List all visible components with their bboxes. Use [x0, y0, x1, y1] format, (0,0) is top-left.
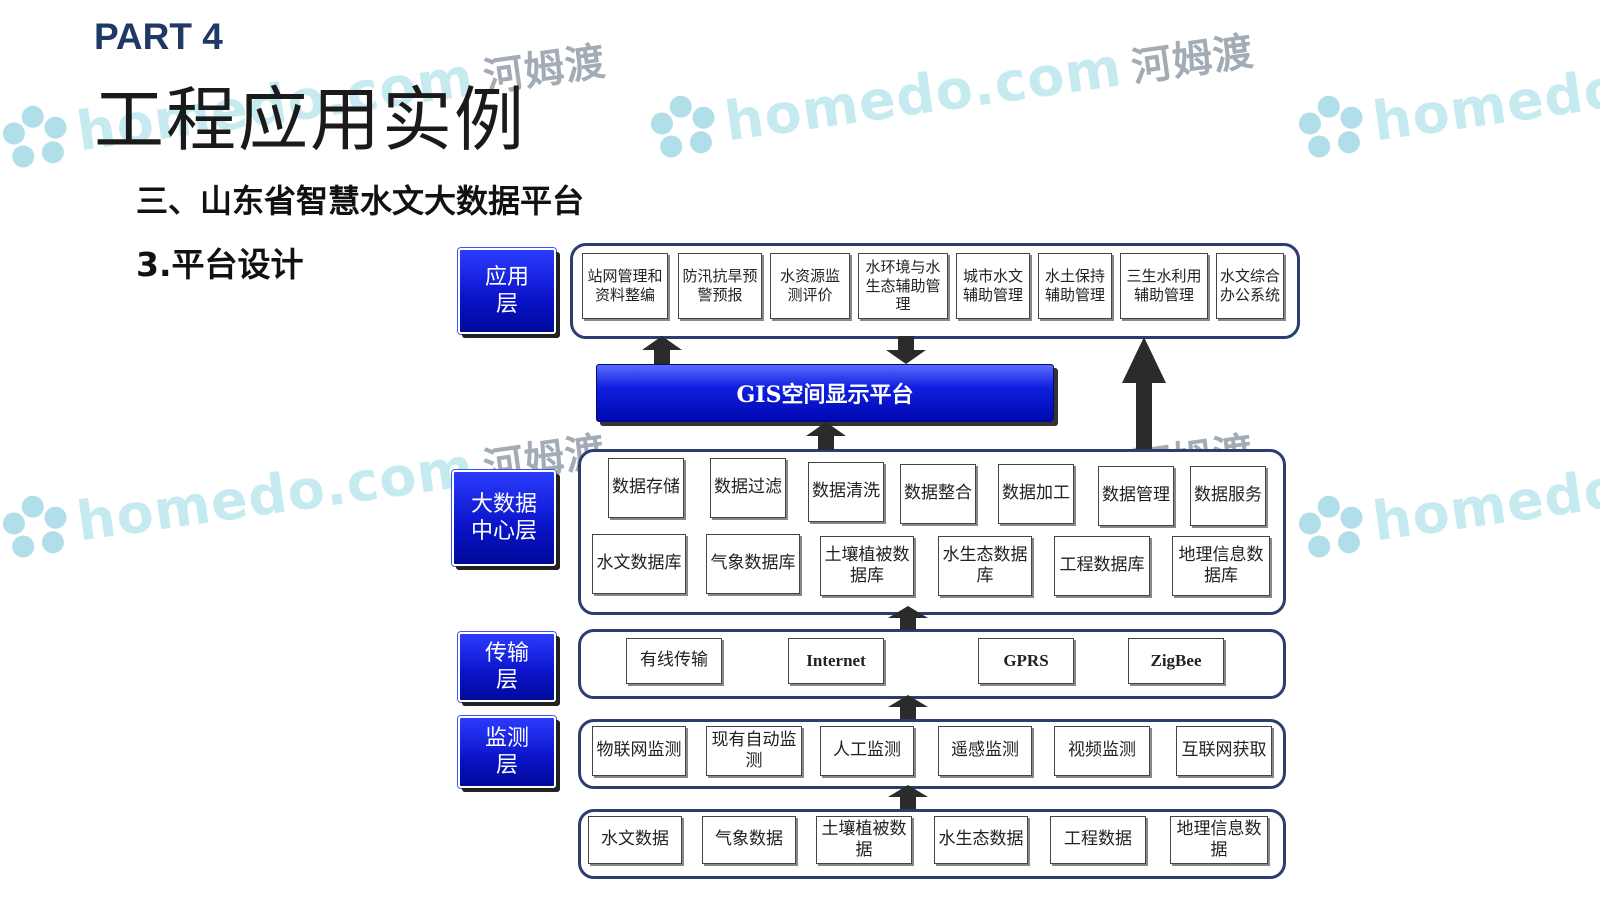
layer-label-text: 监测层 [484, 725, 529, 779]
watermark: homedo.com [1296, 34, 1600, 163]
watermark-text: homedo.com [72, 434, 478, 553]
layer-label-text: 传输层 [484, 640, 529, 694]
layer-label-text: 大数据中心层 [470, 491, 537, 545]
database-item: 土壤植被数据库 [820, 536, 914, 596]
transport-item: Internet [788, 638, 884, 684]
arrow-up-icon [888, 695, 928, 719]
watermark-cn: 河姆渡 [1128, 28, 1257, 92]
layer-label-transmission: 传输层 [458, 632, 556, 702]
app-item: 城市水文辅助管理 [956, 253, 1030, 319]
app-item: 水环境与水生态辅助管理 [858, 253, 948, 319]
monitor-item: 人工监测 [820, 726, 914, 776]
app-item: 水资源监测评价 [770, 253, 850, 319]
gis-platform-bar: GIS空间显示平台 [596, 364, 1054, 422]
app-item: 三生水利用辅助管理 [1120, 253, 1208, 319]
transport-item: ZigBee [1128, 638, 1224, 684]
flower-icon [0, 101, 72, 173]
flower-icon [648, 91, 720, 163]
arrow-down-icon [886, 336, 926, 364]
monitor-item: 物联网监测 [592, 726, 686, 776]
database-item: 工程数据库 [1054, 536, 1150, 596]
database-item: 气象数据库 [706, 534, 800, 594]
layer-label-application: 应用层 [458, 248, 556, 334]
source-item: 水文数据 [588, 816, 682, 864]
flower-icon [0, 491, 72, 563]
watermark-text: homedo.com [1368, 34, 1600, 153]
app-item: 站网管理和资料整编 [582, 253, 668, 319]
part-label: PART 4 [94, 16, 223, 57]
flower-icon [1296, 91, 1368, 163]
database-item: 水生态数据库 [938, 536, 1032, 596]
page-title: 工程应用实例 [94, 79, 526, 161]
data-op-item: 数据整合 [900, 464, 976, 524]
monitoring-layer-group [578, 719, 1286, 789]
monitor-item: 视频监测 [1054, 726, 1150, 776]
watermark: homedo.com [1296, 434, 1600, 563]
arrow-up-icon [642, 336, 682, 364]
database-item: 水文数据库 [592, 534, 686, 594]
monitor-item: 现有自动监测 [706, 726, 802, 776]
monitor-item: 互联网获取 [1176, 726, 1272, 776]
arrow-up-icon [888, 785, 928, 809]
arrow-up-icon [888, 606, 928, 630]
watermark-text: homedo.com [1368, 434, 1600, 553]
data-op-item: 数据管理 [1098, 466, 1174, 526]
section-heading: 3.平台设计 [136, 245, 304, 284]
flower-icon [1296, 491, 1368, 563]
source-item: 工程数据 [1050, 816, 1146, 864]
data-op-item: 数据清洗 [808, 462, 884, 522]
watermark-text: homedo.com [720, 34, 1126, 153]
tall-arrow-up-icon [1122, 337, 1166, 449]
layer-label-text: 应用层 [484, 264, 529, 318]
layer-label-monitoring: 监测层 [458, 716, 556, 788]
source-item: 地理信息数据 [1170, 816, 1268, 864]
watermark: homedo.com 河姆渡 [648, 16, 1258, 164]
data-op-item: 数据过滤 [710, 458, 786, 518]
source-item: 气象数据 [702, 816, 796, 864]
data-op-item: 数据服务 [1190, 466, 1266, 526]
arrow-up-icon [806, 422, 846, 450]
source-data-group [578, 809, 1286, 879]
monitor-item: 遥感监测 [938, 726, 1032, 776]
source-item: 水生态数据 [934, 816, 1028, 864]
source-item: 土壤植被数据 [816, 816, 912, 864]
database-item: 地理信息数据库 [1172, 536, 1270, 596]
page-subtitle: 三、山东省智慧水文大数据平台 [136, 182, 585, 220]
transport-item: GPRS [978, 638, 1074, 684]
transport-item: 有线传输 [626, 638, 722, 684]
app-item: 防汛抗旱预警预报 [678, 253, 762, 319]
data-op-item: 数据存储 [608, 458, 684, 518]
app-item: 水土保持辅助管理 [1038, 253, 1112, 319]
layer-label-bigdata: 大数据中心层 [452, 470, 556, 566]
app-item: 水文综合办公系统 [1216, 253, 1284, 319]
data-op-item: 数据加工 [998, 464, 1074, 524]
